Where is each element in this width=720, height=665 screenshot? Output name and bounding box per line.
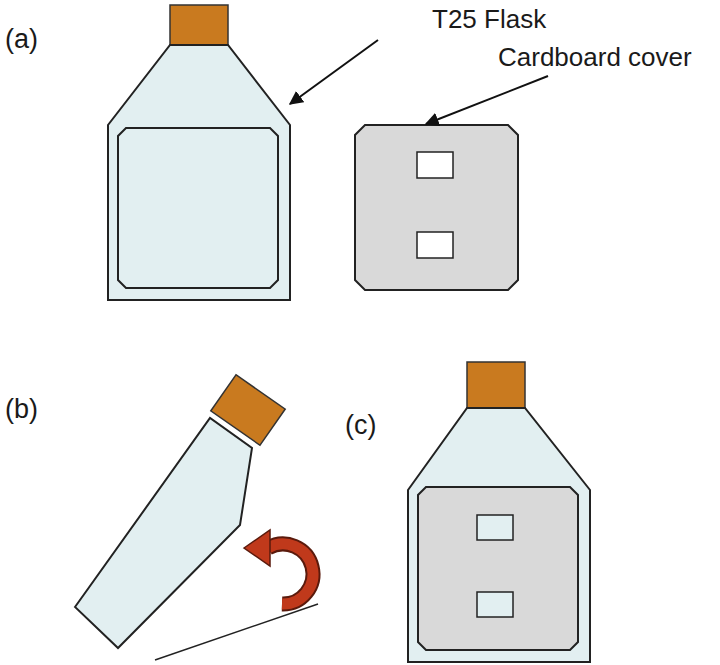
leader-arrow [426, 76, 548, 124]
tilted-flask [75, 375, 318, 660]
panel-letter: (c) [345, 412, 376, 439]
cardboard-cover [355, 125, 518, 290]
leader-arrow [290, 40, 378, 104]
rotation-arrow [244, 530, 313, 604]
panel-letter: (a) [5, 26, 38, 53]
t25-flask [108, 5, 290, 300]
part-label: Cardboard cover [498, 44, 692, 70]
part-label: T25 Flask [432, 6, 546, 32]
covered-flask [408, 362, 590, 662]
panel-letter: (b) [5, 396, 38, 423]
